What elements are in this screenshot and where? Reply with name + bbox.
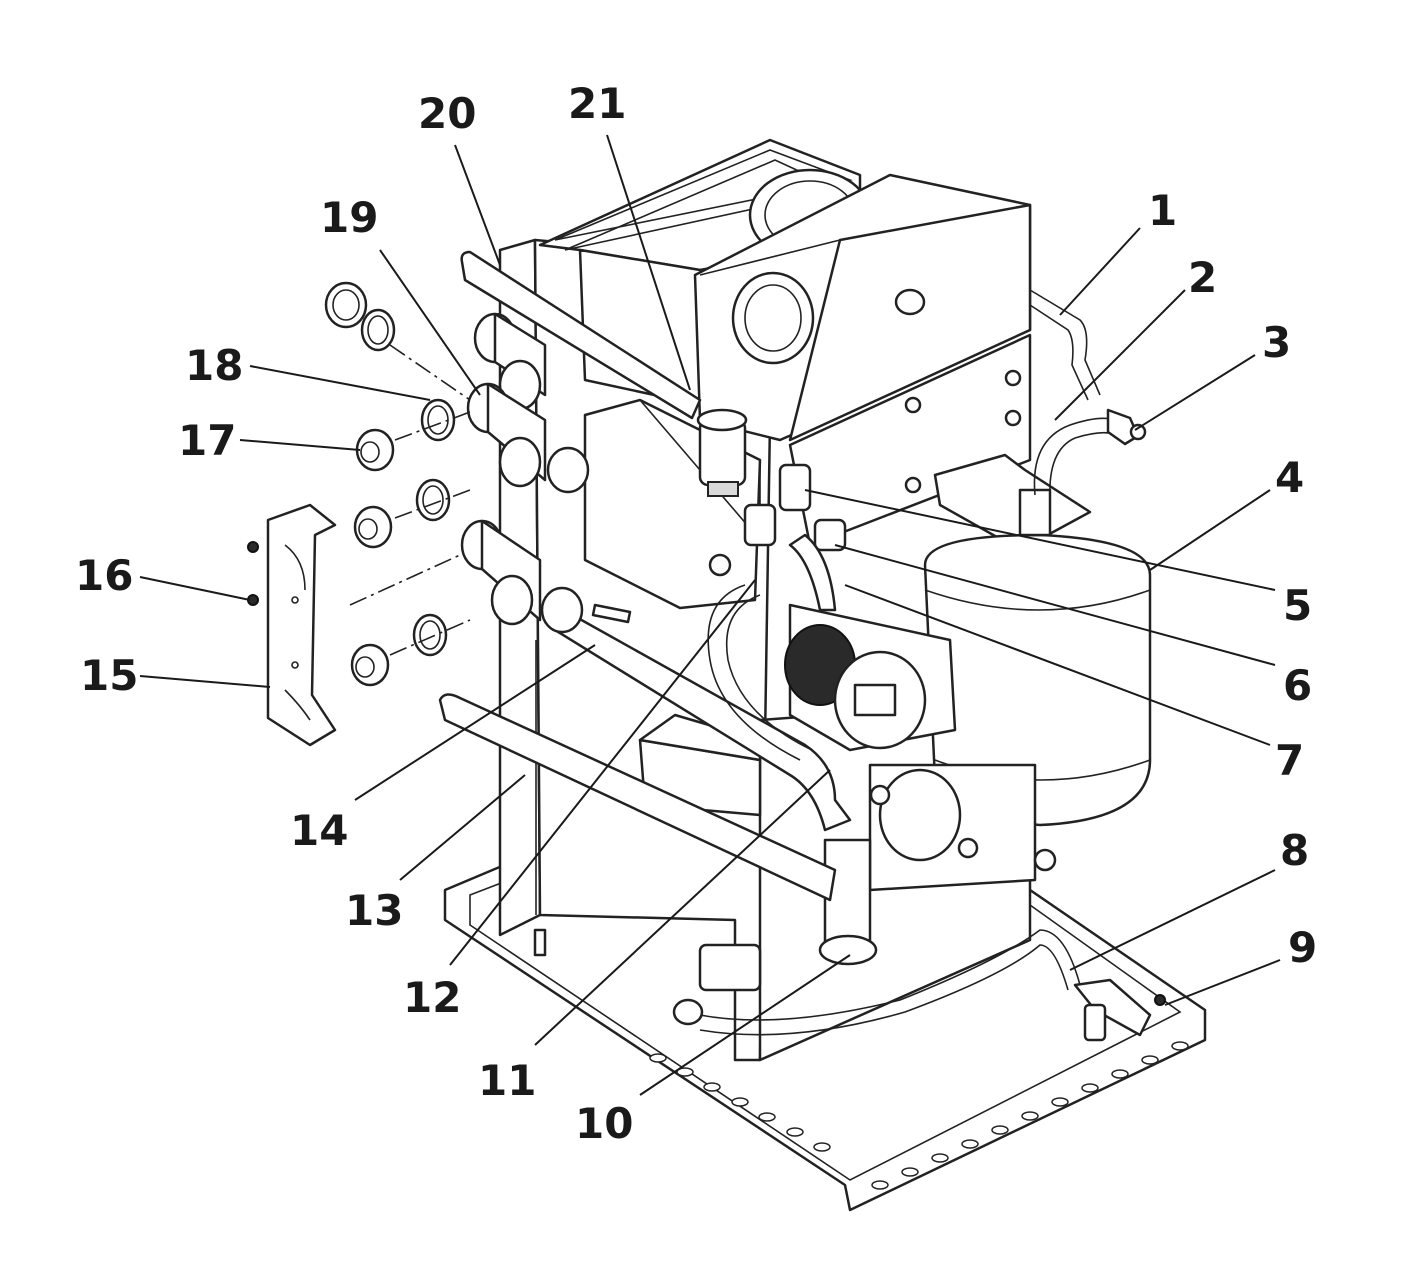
leader-16 <box>139 576 251 601</box>
callout-4: 4 <box>1275 453 1304 502</box>
leader-3 <box>1134 354 1256 431</box>
leader-19 <box>379 249 481 396</box>
callout-7: 7 <box>1275 736 1304 785</box>
callout-9: 9 <box>1288 923 1317 972</box>
lower-manifold <box>818 763 1057 966</box>
leader-10 <box>639 954 851 1096</box>
callout-2: 2 <box>1188 253 1217 302</box>
callout-5: 5 <box>1283 581 1312 630</box>
circulation-pump <box>784 603 957 752</box>
mounting-bracket <box>266 503 337 747</box>
sealing-rings <box>324 281 456 657</box>
callout-18: 18 <box>185 341 243 390</box>
leader-17 <box>239 439 361 451</box>
leader-4 <box>1149 489 1271 571</box>
alignment-lines <box>349 344 471 656</box>
callout-19: 19 <box>320 193 378 242</box>
connection-elbows <box>460 312 590 634</box>
leader-21 <box>606 134 691 391</box>
leader-7 <box>844 584 1271 746</box>
callout-10: 10 <box>575 1099 633 1148</box>
callout-20: 20 <box>418 89 476 138</box>
leader-12 <box>449 579 756 966</box>
callout-8: 8 <box>1280 826 1309 875</box>
plug-caps <box>350 428 395 687</box>
callout-numbers: 1 2 3 4 5 6 7 8 9 10 11 12 13 14 15 16 1… <box>75 79 1317 1148</box>
fan-housing <box>693 173 1032 442</box>
callout-12: 12 <box>403 973 461 1022</box>
leader-5 <box>804 489 1276 591</box>
leader-20 <box>454 144 501 266</box>
callout-11: 11 <box>478 1056 536 1105</box>
callout-16: 16 <box>75 551 133 600</box>
drain-tap <box>1073 978 1166 1042</box>
callout-15: 15 <box>80 651 138 700</box>
callout-3: 3 <box>1262 318 1291 367</box>
leader-9 <box>1164 959 1281 1006</box>
callout-21: 21 <box>568 79 626 128</box>
air-vent <box>696 408 748 497</box>
tray-slots <box>649 1041 1189 1190</box>
valve-fittings <box>743 463 847 612</box>
leader-lines <box>139 134 1281 1096</box>
leader-8 <box>1069 869 1276 971</box>
leader-13 <box>399 774 526 881</box>
misc-fixtures <box>533 603 762 1026</box>
leader-11 <box>534 769 831 1046</box>
leader-14 <box>354 644 596 801</box>
pipes <box>438 250 1116 1036</box>
callout-13: 13 <box>345 886 403 935</box>
leader-2 <box>1054 289 1186 421</box>
leader-18 <box>249 365 431 401</box>
callout-1: 1 <box>1148 186 1177 235</box>
callout-6: 6 <box>1283 661 1312 710</box>
leader-6 <box>834 544 1276 666</box>
screws <box>247 541 259 606</box>
callout-17: 17 <box>178 416 236 465</box>
leader-15 <box>139 675 271 688</box>
leader-1 <box>1059 227 1141 316</box>
compression-nut <box>1106 408 1147 446</box>
callout-14: 14 <box>290 806 348 855</box>
